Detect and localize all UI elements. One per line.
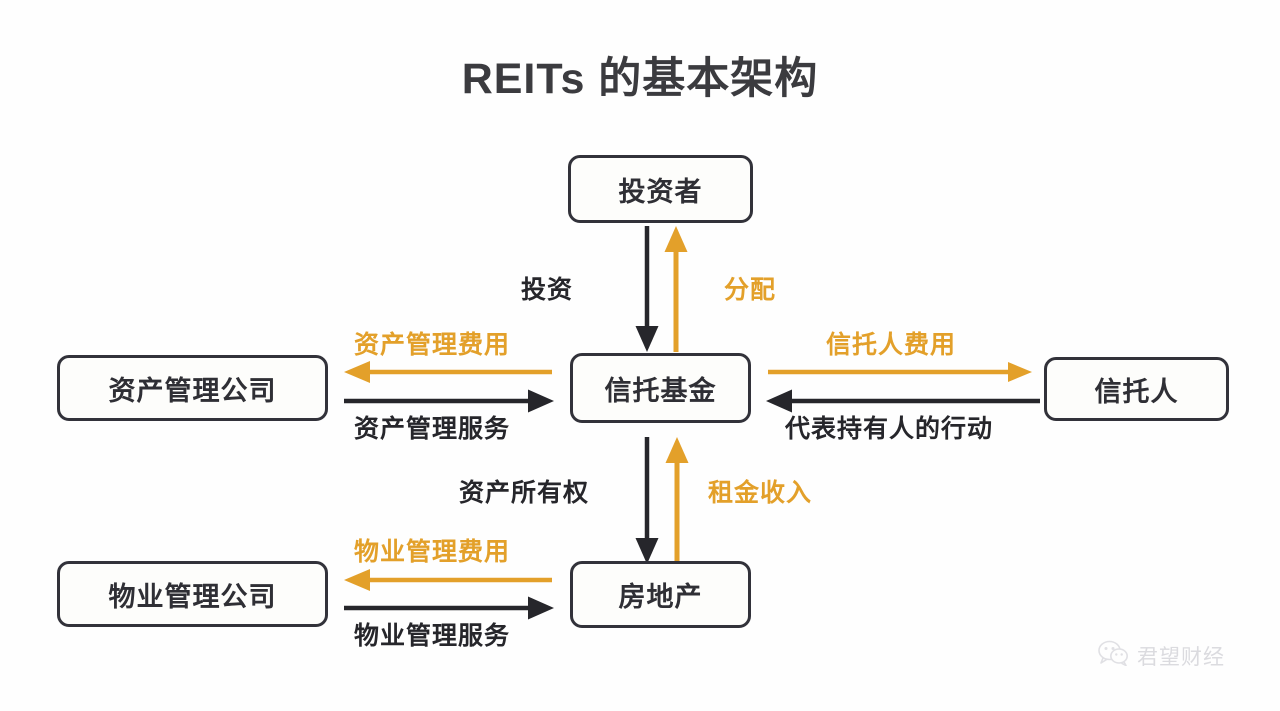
- watermark-text: 君望财经: [1137, 645, 1225, 669]
- arrow-asset-mgmt-fee-left: [344, 361, 552, 383]
- watermark: 君望财经: [1098, 640, 1225, 671]
- arrow-property-mgmt-service-right: [344, 596, 554, 620]
- edge-label-property-mgmt-service: 物业管理服务: [354, 622, 511, 650]
- wechat-icon: [1098, 640, 1128, 671]
- edge-label-act-for-holders: 代表持有人的行动: [785, 415, 994, 443]
- edge-label-distribution: 分配: [724, 276, 777, 304]
- arrow-investment-down: [632, 226, 662, 352]
- edge-label-rental-income: 租金收入: [708, 479, 813, 507]
- edge-label-trustee-fee: 信托人费用: [826, 331, 957, 359]
- node-real-estate[interactable]: 房地产: [570, 561, 751, 628]
- edge-label-asset-mgmt-service: 资产管理服务: [354, 415, 511, 443]
- edge-label-asset-ownership: 资产所有权: [459, 479, 590, 507]
- arrow-rental-income-up: [662, 437, 692, 564]
- arrow-act-for-holders-left: [766, 389, 1040, 413]
- arrow-asset-ownership-down: [632, 437, 662, 564]
- edge-label-investment: 投资: [521, 276, 574, 304]
- page-title: REITs 的基本架构: [461, 55, 819, 103]
- node-trust-fund[interactable]: 信托基金: [570, 353, 751, 423]
- node-investor[interactable]: 投资者: [568, 155, 753, 223]
- node-trustee[interactable]: 信托人: [1044, 357, 1229, 421]
- node-property-management-company[interactable]: 物业管理公司: [57, 561, 328, 627]
- edge-label-asset-mgmt-fee: 资产管理费用: [354, 331, 511, 359]
- arrow-distribution-up: [661, 226, 691, 352]
- arrow-trustee-fee-right: [768, 362, 1032, 382]
- edge-label-property-mgmt-fee: 物业管理费用: [354, 538, 511, 566]
- node-asset-management-company[interactable]: 资产管理公司: [57, 355, 328, 421]
- arrow-property-mgmt-fee-left: [344, 569, 552, 591]
- arrow-asset-mgmt-service-right: [344, 389, 554, 413]
